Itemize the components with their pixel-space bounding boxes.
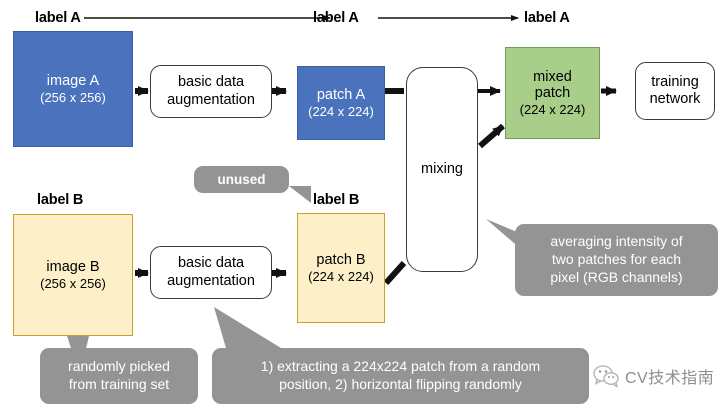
label-a-3: label A [524, 10, 570, 26]
mixed-patch-line1: mixed [533, 68, 572, 85]
mixed-patch-box[interactable]: mixed patch (224 x 224) [505, 47, 600, 139]
aug-b-line2: augmentation [167, 272, 255, 289]
callout-averaging-line2: two patches for each [551, 251, 682, 268]
mixed-patch-size: (224 x 224) [519, 102, 586, 118]
image-a-size: (256 x 256) [40, 89, 106, 105]
image-b-size: (256 x 256) [40, 275, 106, 291]
label-a-2: label A [313, 10, 359, 26]
image-a-title: image A [46, 73, 100, 90]
aug-b-line1: basic data [177, 255, 245, 272]
callout-tail-unused [289, 186, 311, 203]
callout-tail-extracting [214, 307, 281, 348]
callout-averaging-line3: pixel (RGB channels) [550, 268, 683, 285]
callout-averaging-line1: averaging intensity of [550, 233, 683, 250]
callout-randomly-picked[interactable]: randomly picked from training set [40, 348, 198, 404]
watermark-text: CV技术指南 [625, 370, 715, 387]
training-network-line1: training [651, 73, 699, 90]
patch-a-box[interactable]: patch A (224 x 224) [297, 66, 385, 140]
image-b-box[interactable]: image B (256 x 256) [13, 214, 133, 336]
basic-data-augmentation-a-box[interactable]: basic data augmentation [150, 65, 272, 118]
wechat-icon [593, 365, 619, 388]
label-b-1: label B [37, 192, 84, 208]
aug-a-line1: basic data [177, 74, 245, 91]
mixing-box[interactable]: mixing [406, 67, 478, 272]
mixing-label: mixing [421, 160, 463, 177]
patch-b-box[interactable]: patch B (224 x 224) [297, 213, 385, 323]
callout-randomly-picked-line2: from training set [68, 376, 170, 392]
callout-randomly-picked-line1: randomly picked [68, 358, 170, 375]
patch-a-size: (224 x 224) [308, 103, 374, 119]
callout-extracting-line1: 1) extracting a 224x224 patch from a ran… [260, 358, 541, 375]
image-b-title: image B [46, 259, 100, 276]
patch-b-title: patch B [316, 252, 366, 269]
basic-data-augmentation-b-box[interactable]: basic data augmentation [150, 246, 272, 299]
label-a-1: label A [35, 10, 81, 26]
mixed-patch-line2: patch [534, 85, 571, 102]
aug-a-line2: augmentation [167, 91, 255, 108]
arrow-mixing-to-mixedpatch-bottom [478, 123, 505, 149]
callout-extracting-line2: position, 2) horizontal flipping randoml… [279, 376, 522, 392]
callout-averaging[interactable]: averaging intensity of two patches for e… [515, 224, 718, 296]
training-network-line2: network [649, 91, 701, 107]
image-a-box[interactable]: image A (256 x 256) [13, 31, 133, 147]
patch-a-title: patch A [316, 87, 366, 104]
watermark: CV技术指南 [593, 364, 714, 388]
arrow-patchb-to-mixing [383, 260, 407, 286]
callout-unused[interactable]: unused [194, 166, 289, 193]
callout-extracting[interactable]: 1) extracting a 224x224 patch from a ran… [212, 348, 589, 404]
callout-unused-text: unused [217, 171, 266, 187]
training-network-box[interactable]: training network [635, 62, 715, 120]
label-b-2: label B [313, 192, 360, 208]
patch-b-size: (224 x 224) [308, 268, 374, 284]
